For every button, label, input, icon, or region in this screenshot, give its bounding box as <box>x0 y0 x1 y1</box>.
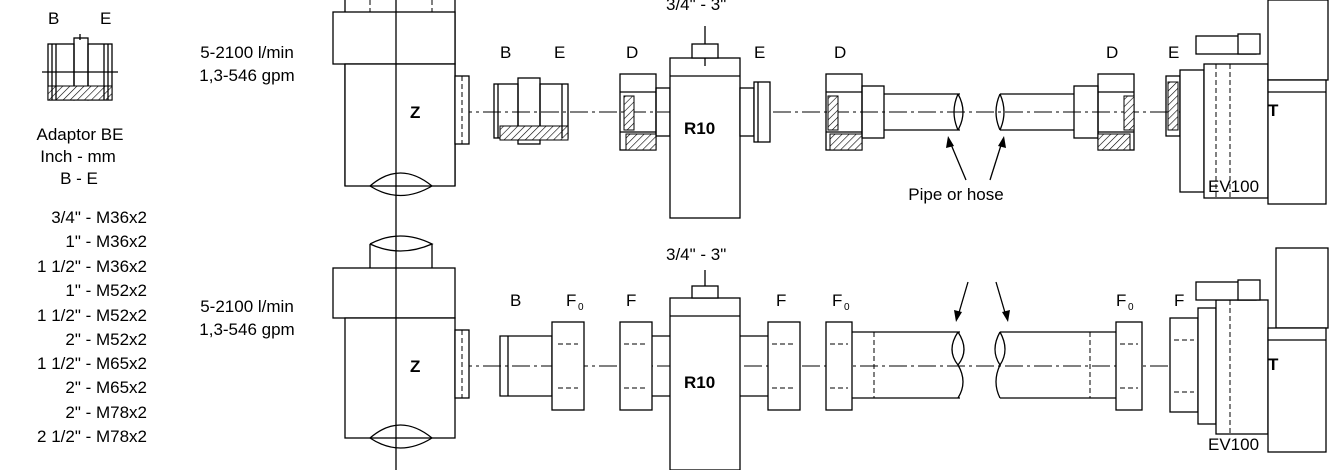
adaptor-size-3: 1 1/2" - M36x2 <box>37 257 147 276</box>
top-pipe-arrow-right <box>989 141 1003 181</box>
bottom-assembly: 5-2100 l/min 1,3-546 gpm Z B F <box>199 230 1329 470</box>
bottom-flange-f-left <box>619 321 670 411</box>
bottom-flange-f-right <box>767 321 801 411</box>
bottom-flange-f0-mid <box>825 321 853 411</box>
top-label-d1: D <box>626 43 638 62</box>
adaptor-size-9: 2" - M78x2 <box>65 403 147 422</box>
bottom-valve-model: EV100 <box>1208 435 1259 454</box>
adaptor-size-6: 2" - M52x2 <box>65 330 147 349</box>
bottom-label-f0-2: F <box>832 291 842 310</box>
bottom-label-b: B <box>510 291 521 310</box>
top-hose-fitting-left <box>825 73 964 151</box>
top-flow-gpm: 1,3-546 gpm <box>199 66 294 85</box>
bottom-pipe-arrow-right <box>995 281 1007 317</box>
bottom-label-f-1: F <box>626 291 636 310</box>
bottom-pipe-arrowhead-right <box>1002 310 1010 322</box>
adaptor-size-8: 2" - M65x2 <box>65 378 147 397</box>
adaptor-be-drawing <box>42 34 118 101</box>
bottom-valve-label: T <box>1268 355 1279 374</box>
adaptor-size-7: 1 1/2" - M65x2 <box>37 354 147 373</box>
adaptor-panel: B E Adaptor BE Inch - mm B - E 3/4" - M3… <box>37 9 147 446</box>
top-pipe-label: Pipe or hose <box>908 185 1003 204</box>
adaptor-title: Adaptor BE <box>37 125 124 144</box>
adaptor-units: Inch - mm <box>40 147 116 166</box>
bottom-size-range: 3/4" - 3" <box>666 245 726 264</box>
bottom-label-f-3: F <box>1174 291 1184 310</box>
adaptor-size-10: 2 1/2" - M78x2 <box>37 427 147 446</box>
top-meter-r10 <box>669 26 771 219</box>
top-valve-label: T <box>1268 101 1279 120</box>
top-label-d3: D <box>1106 43 1118 62</box>
adaptor-size-list: 3/4" - M36x2 1" - M36x2 1 1/2" - M36x2 1… <box>37 208 147 446</box>
bottom-label-f-2: F <box>776 291 786 310</box>
top-inlet-label: Z <box>410 103 420 122</box>
bottom-subscript-2: 0 <box>844 302 850 313</box>
bottom-subscript-1: 0 <box>578 302 584 313</box>
top-valve-ev100 <box>1165 0 1329 205</box>
bottom-flow-gpm: 1,3-546 gpm <box>199 320 294 339</box>
bottom-inlet-label: Z <box>410 357 420 376</box>
adaptor-label-e: E <box>100 9 111 28</box>
top-adaptor-be <box>493 77 569 145</box>
top-label-e2: E <box>754 43 765 62</box>
bottom-flange-f0-left <box>551 321 585 411</box>
bottom-subscript-3: 0 <box>1128 302 1134 313</box>
adaptor-size-2: 1" - M36x2 <box>65 232 147 251</box>
top-size-range: 3/4" - 3" <box>666 0 726 14</box>
bottom-pipe-arrowhead-left <box>954 310 962 322</box>
adaptor-size-5: 1 1/2" - M52x2 <box>37 306 147 325</box>
top-assembly: 5-2100 l/min 1,3-546 gpm Z B E <box>199 0 1329 230</box>
bottom-label-f0-1: F <box>566 291 576 310</box>
top-valve-model: EV100 <box>1208 177 1259 196</box>
top-label-e3: E <box>1168 43 1179 62</box>
bottom-pipe <box>852 331 1116 399</box>
top-label-d2: D <box>834 43 846 62</box>
adaptor-size-1: 3/4" - M36x2 <box>51 208 147 227</box>
adaptor-size-4: 1" - M52x2 <box>65 281 147 300</box>
bottom-inlet-pipe <box>332 230 470 470</box>
adaptor-label-b: B <box>48 9 59 28</box>
top-flow-lpm: 5-2100 l/min <box>200 43 294 62</box>
top-inlet-pipe <box>332 0 470 230</box>
top-hose-fitting-right <box>995 73 1135 151</box>
top-pipe-arrowhead-right <box>998 136 1006 148</box>
top-meter-label: R10 <box>684 119 715 138</box>
top-union-nut-left <box>619 73 671 151</box>
adaptor-subtitle: B - E <box>60 169 98 188</box>
bottom-meter-r10 <box>669 270 768 470</box>
top-label-b: B <box>500 43 511 62</box>
bottom-label-f0-3: F <box>1116 291 1126 310</box>
bottom-valve-ev100 <box>1169 247 1329 453</box>
bottom-flow-lpm: 5-2100 l/min <box>200 297 294 316</box>
bottom-meter-label: R10 <box>684 373 715 392</box>
top-label-e1: E <box>554 43 565 62</box>
bottom-pipe-arrow-left <box>957 281 969 317</box>
bottom-flange-f0-right <box>1115 321 1143 411</box>
top-pipe-arrowhead-left <box>946 136 954 148</box>
top-pipe-arrow-left <box>949 141 967 181</box>
